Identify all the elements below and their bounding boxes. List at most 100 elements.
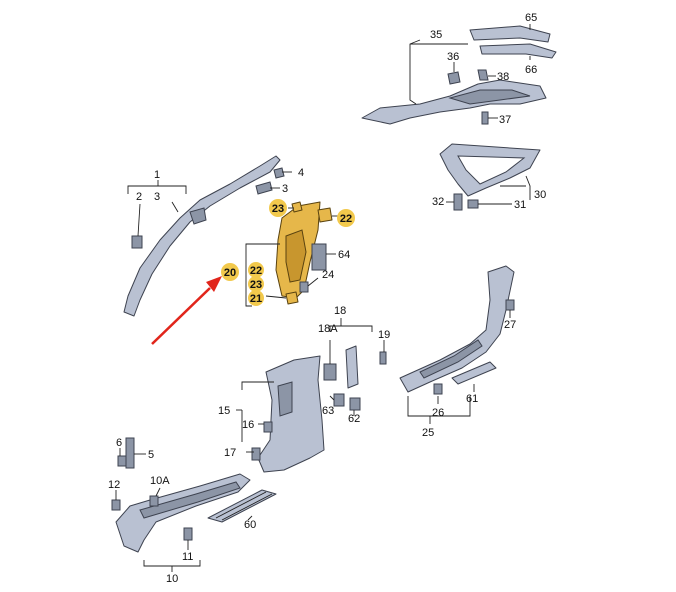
screw-4 bbox=[273, 167, 285, 179]
label-24: 24 bbox=[322, 269, 334, 281]
badge-20-circle bbox=[221, 263, 239, 281]
badge-21-circle bbox=[248, 290, 264, 306]
highlight-badges: 23 22 20 22 23 21 bbox=[221, 199, 355, 306]
clip-38 bbox=[477, 69, 489, 81]
label-1: 1 bbox=[154, 169, 160, 181]
rear-sill-top bbox=[419, 339, 483, 379]
seal-19 bbox=[379, 351, 387, 365]
roof-trim-inner bbox=[448, 89, 531, 105]
screw-23 bbox=[291, 201, 303, 213]
label-4: 4 bbox=[298, 167, 304, 179]
badge-20: 20 bbox=[224, 267, 236, 279]
label-2: 2 bbox=[136, 191, 142, 203]
clip-36 bbox=[447, 71, 461, 85]
label-26: 26 bbox=[432, 407, 444, 419]
b-pillar-upper-trim-face bbox=[285, 229, 307, 283]
badge-23-top-circle bbox=[269, 199, 287, 217]
label-11: 11 bbox=[182, 551, 193, 563]
clip-32 bbox=[453, 193, 463, 211]
badge-23-top: 23 bbox=[272, 203, 284, 215]
rear-sill-group bbox=[399, 265, 515, 395]
label-10a: 10A bbox=[150, 475, 170, 487]
b-pillar-lower-group bbox=[251, 345, 387, 473]
label-18: 18 bbox=[334, 305, 346, 317]
label-12: 12 bbox=[108, 479, 120, 491]
screw-10a bbox=[149, 495, 159, 507]
badge-22-right: 22 bbox=[340, 213, 352, 225]
bracket-64 bbox=[311, 243, 327, 271]
clip-24 bbox=[299, 281, 309, 293]
screw-17 bbox=[251, 447, 261, 461]
screw-11 bbox=[183, 527, 193, 541]
b-pillar-lower-trim-15 bbox=[257, 355, 325, 473]
badge-23-left: 23 bbox=[250, 279, 262, 291]
clip-21 bbox=[285, 291, 299, 305]
badge-22-right-circle bbox=[337, 209, 355, 227]
label-16: 16 bbox=[242, 419, 254, 431]
label-10: 10 bbox=[166, 573, 178, 585]
b-pillar-lower-recess bbox=[277, 381, 293, 417]
clip-6 bbox=[117, 455, 127, 467]
roof-trim-part-35 bbox=[361, 79, 547, 125]
label-3-b: 3 bbox=[282, 183, 288, 195]
part-18 bbox=[345, 345, 359, 389]
label-30: 30 bbox=[534, 189, 546, 201]
clip-31 bbox=[467, 199, 479, 209]
label-61: 61 bbox=[466, 393, 478, 405]
badge-22-left-circle bbox=[248, 262, 264, 278]
scuff-plate-60-ribs bbox=[215, 491, 273, 521]
a-pillar-clip-mount bbox=[189, 207, 207, 225]
red-pointer-arrow bbox=[151, 276, 222, 345]
badge-21: 21 bbox=[250, 293, 262, 305]
label-38: 38 bbox=[497, 71, 509, 83]
label-27: 27 bbox=[504, 319, 516, 331]
upper-strip-65 bbox=[469, 25, 551, 43]
screw-37 bbox=[481, 111, 489, 125]
label-64: 64 bbox=[338, 249, 350, 261]
label-6: 6 bbox=[116, 437, 122, 449]
label-17: 17 bbox=[224, 447, 236, 459]
badge-22-left: 22 bbox=[250, 265, 262, 277]
b-pillar-upper-group bbox=[275, 201, 333, 305]
label-15: 15 bbox=[218, 405, 230, 417]
clip-22 bbox=[317, 207, 333, 223]
label-37: 37 bbox=[499, 114, 511, 126]
leader-lines bbox=[115, 24, 531, 572]
label-19: 19 bbox=[378, 329, 390, 341]
label-35: 35 bbox=[430, 29, 442, 41]
clip-62 bbox=[349, 397, 361, 411]
clip-63 bbox=[333, 393, 345, 407]
label-36: 36 bbox=[447, 51, 459, 63]
scuff-plate-60 bbox=[207, 489, 277, 523]
front-sill-group bbox=[111, 437, 277, 553]
label-31: 31 bbox=[514, 199, 526, 211]
strip-5 bbox=[125, 437, 135, 469]
window-trim-opening bbox=[457, 155, 526, 185]
clip-12 bbox=[111, 499, 121, 511]
label-60: 60 bbox=[244, 519, 256, 531]
label-65: 65 bbox=[525, 12, 537, 24]
sill-trim-top bbox=[139, 481, 241, 519]
clip-2 bbox=[131, 235, 143, 249]
badge-23-left-circle bbox=[248, 276, 264, 292]
clip-3 bbox=[255, 181, 273, 195]
a-pillar-trim-1 bbox=[123, 155, 281, 317]
label-63: 63 bbox=[322, 405, 334, 417]
label-18a: 18A bbox=[318, 323, 338, 335]
label-66: 66 bbox=[525, 64, 537, 76]
clip-26 bbox=[433, 383, 443, 395]
label-62: 62 bbox=[348, 413, 360, 425]
quarter-window-trim-group bbox=[439, 143, 541, 211]
screw-16 bbox=[263, 421, 273, 433]
a-pillar-group bbox=[123, 155, 285, 317]
upper-strip-66 bbox=[479, 43, 557, 59]
clip-18a bbox=[323, 363, 337, 381]
callout-labels: 65 35 36 38 66 37 30 32 31 1 2 3 4 3 64 … bbox=[108, 12, 546, 585]
scuff-plate-61 bbox=[451, 361, 497, 385]
label-25: 25 bbox=[422, 427, 434, 439]
label-5: 5 bbox=[148, 449, 154, 461]
label-3-a: 3 bbox=[154, 191, 160, 203]
clip-27 bbox=[505, 299, 515, 311]
label-32: 32 bbox=[432, 196, 444, 208]
